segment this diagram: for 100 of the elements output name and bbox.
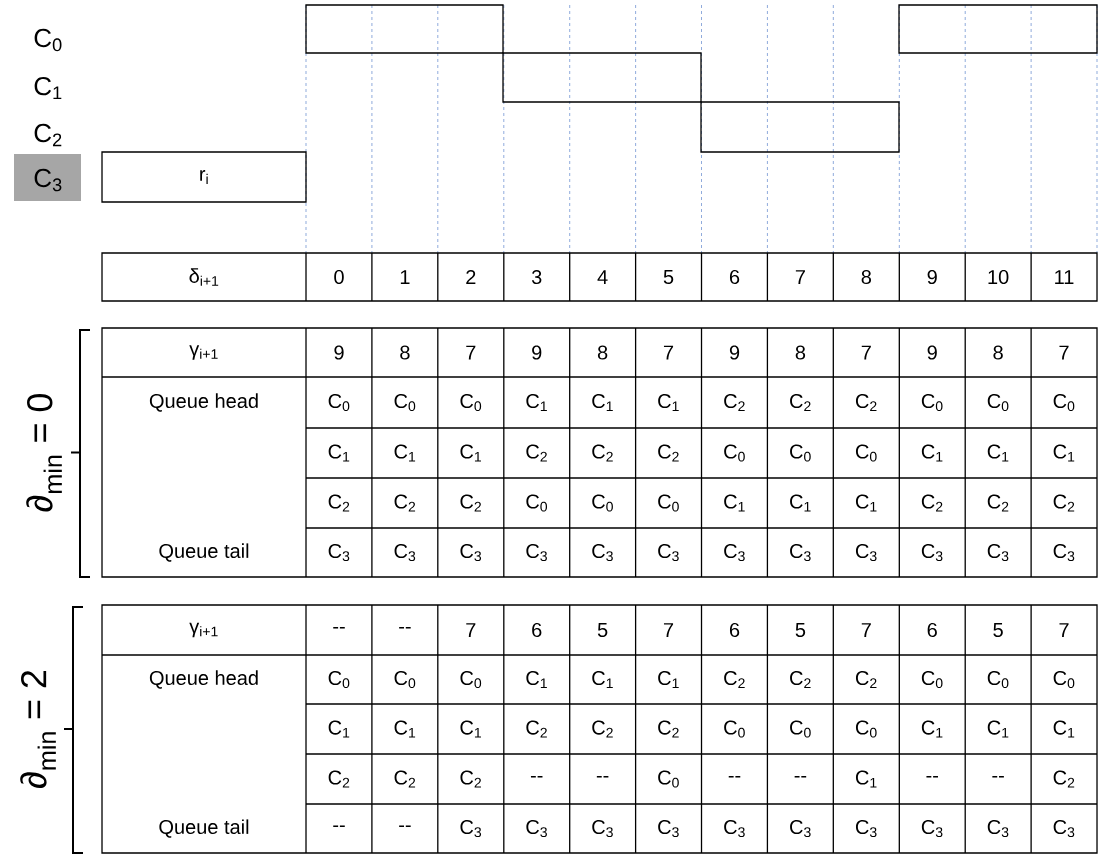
table-cell: C$_{0}$ (394, 393, 416, 412)
table-cell: 9 (532, 345, 542, 360)
timeline-bar (305, 4, 504, 54)
table-cell: C$_{3}$ (921, 819, 943, 838)
table-cell: 8 (861, 269, 871, 285)
table-cell: 7 (861, 623, 871, 637)
row-header: Queue head (149, 393, 258, 412)
row-header: Queue tail (159, 543, 249, 562)
table-cell: 7 (1059, 623, 1069, 637)
row-header: Queue tail (159, 819, 249, 838)
table-cell: C$_{1}$ (1053, 444, 1075, 462)
table-cell: 7 (663, 623, 674, 637)
timeline-bar (502, 52, 702, 103)
table-cell: 8 (795, 345, 806, 360)
timeline-box: r$_{i}$ (101, 151, 307, 203)
table-cell: C$_{3}$ (855, 819, 877, 838)
table-cell: C$_{0}$ (328, 670, 350, 689)
table-cell: C$_{3}$ (328, 543, 350, 562)
table-cell: 7 (466, 623, 476, 637)
table-cell: C$_{3}$ (460, 819, 482, 838)
table-cell: C$_{0}$ (394, 670, 416, 689)
table-cell: C$_{3}$ (987, 543, 1009, 562)
table-cell: C$_{2}$ (790, 671, 811, 689)
table-cell: C$_{1}$ (987, 444, 1009, 462)
table-cell: C$_{0}$ (460, 393, 482, 412)
table-cell: C$_{2}$ (855, 671, 877, 689)
table-cell: C$_{3}$ (855, 543, 877, 562)
table-cell: C$_{3}$ (592, 819, 613, 838)
table-cell: 7 (1059, 345, 1069, 360)
row-header: δ$_{i+1}$ (189, 268, 219, 286)
table-cell: -- (530, 775, 543, 778)
table-cell: C$_{0}$ (460, 670, 482, 689)
table-cell: C$_{0}$ (855, 444, 877, 462)
table-cell: C$_{3}$ (790, 543, 811, 562)
table-cell: C$_{0}$ (921, 393, 943, 412)
table-cell: C$_{0}$ (790, 720, 811, 738)
table-cell: C$_{1}$ (1053, 720, 1075, 738)
table-cell: 7 (861, 345, 871, 360)
timeline-bar (898, 4, 1098, 54)
table-cell: 6 (532, 622, 542, 638)
table-cell: C$_{2}$ (526, 444, 547, 462)
table-cell: C$_{3}$ (724, 819, 745, 838)
table-cell: C$_{2}$ (921, 494, 943, 512)
table-cell: 9 (927, 345, 937, 360)
table-cell: C$_{1}$ (724, 494, 745, 512)
table-cell: C$_{3}$ (1053, 543, 1075, 562)
table-cell: 1 (400, 270, 410, 284)
table-cell: C$_{1}$ (328, 720, 350, 738)
table-cell: C$_{0}$ (658, 770, 679, 788)
table-cell: C$_{2}$ (658, 444, 679, 462)
table-cell: 5 (663, 270, 674, 284)
table-cell: C$_{1}$ (658, 671, 679, 689)
table-cell: -- (333, 626, 345, 629)
table-cell: C$_{2}$ (724, 671, 745, 689)
table-cell: C$_{1}$ (394, 720, 416, 738)
table-cell: -- (926, 775, 938, 778)
row-header: Queue head (149, 670, 258, 689)
table-cell: C$_{2}$ (460, 494, 481, 512)
table-cell: C$_{2}$ (394, 494, 416, 512)
table-cell: C$_{3}$ (658, 819, 679, 838)
table-cell: C$_{1}$ (394, 444, 416, 462)
table-cell: C$_{3}$ (658, 543, 679, 562)
timeline-bar (700, 101, 900, 153)
table-cell: 5 (597, 623, 608, 637)
table-cell: C$_{1}$ (460, 720, 481, 738)
table-cell: C$_{1}$ (592, 671, 613, 689)
table-cell: 0 (334, 269, 344, 285)
table-cell: C$_{2}$ (526, 720, 547, 738)
table-cell: C$_{1}$ (328, 444, 350, 462)
table-cell: -- (728, 775, 741, 778)
table-cell: 6 (927, 622, 937, 638)
table-cell: C$_{2}$ (592, 720, 613, 738)
table-cell: C$_{1}$ (526, 394, 547, 412)
table-cell: C$_{1}$ (460, 444, 481, 462)
table-cell: 5 (993, 623, 1003, 637)
table-cell: C$_{3}$ (526, 543, 547, 562)
table-cell: C$_{1}$ (855, 770, 877, 788)
table-cell: 9 (927, 269, 937, 285)
table-cell: 11 (1055, 270, 1074, 284)
table-cell: C$_{1}$ (658, 394, 679, 412)
bracket-label: ∂$_{min}$ = 0 (26, 393, 62, 512)
table-cell: C$_{1}$ (921, 444, 943, 462)
table-cell: C$_{3}$ (921, 543, 943, 562)
table-cell: 6 (729, 269, 740, 285)
table-cell: 5 (795, 623, 806, 637)
table-cell: 9 (334, 345, 344, 360)
table-cell: C$_{1}$ (592, 394, 613, 412)
table-cell: C$_{3}$ (1053, 819, 1075, 838)
table-cell: 7 (466, 345, 476, 360)
table-cell: C$_{0}$ (1053, 393, 1075, 412)
table-cell: C$_{2}$ (724, 394, 745, 412)
table-cell: C$_{2}$ (855, 394, 877, 412)
table-cell: 9 (729, 345, 740, 360)
table-cell: 7 (663, 345, 674, 360)
table-cell: -- (596, 775, 609, 778)
table-cell: C$_{0}$ (855, 720, 877, 738)
channel-label: C$_{1}$ (34, 76, 62, 100)
table-cell: C$_{2}$ (328, 770, 350, 788)
table-cell: C$_{3}$ (790, 819, 811, 838)
table-cell: 8 (400, 345, 410, 360)
